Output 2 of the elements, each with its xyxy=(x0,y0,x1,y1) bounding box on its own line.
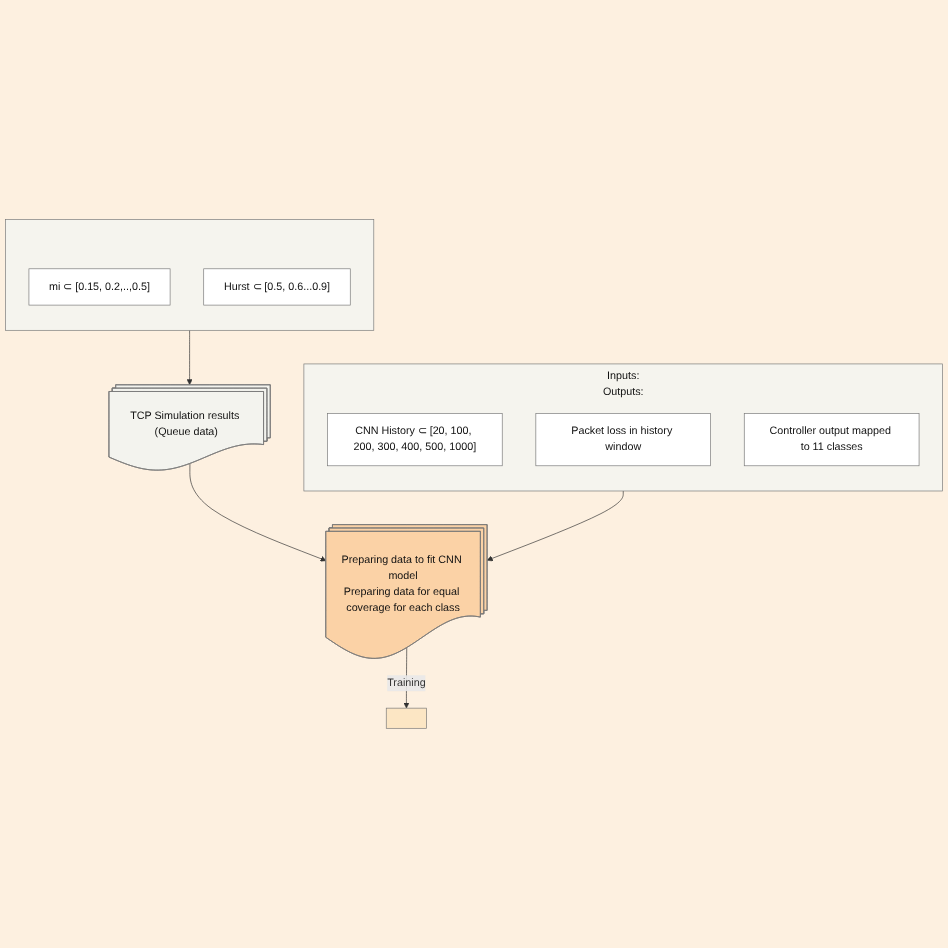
cluster xyxy=(5,219,375,331)
node-box xyxy=(385,707,427,729)
